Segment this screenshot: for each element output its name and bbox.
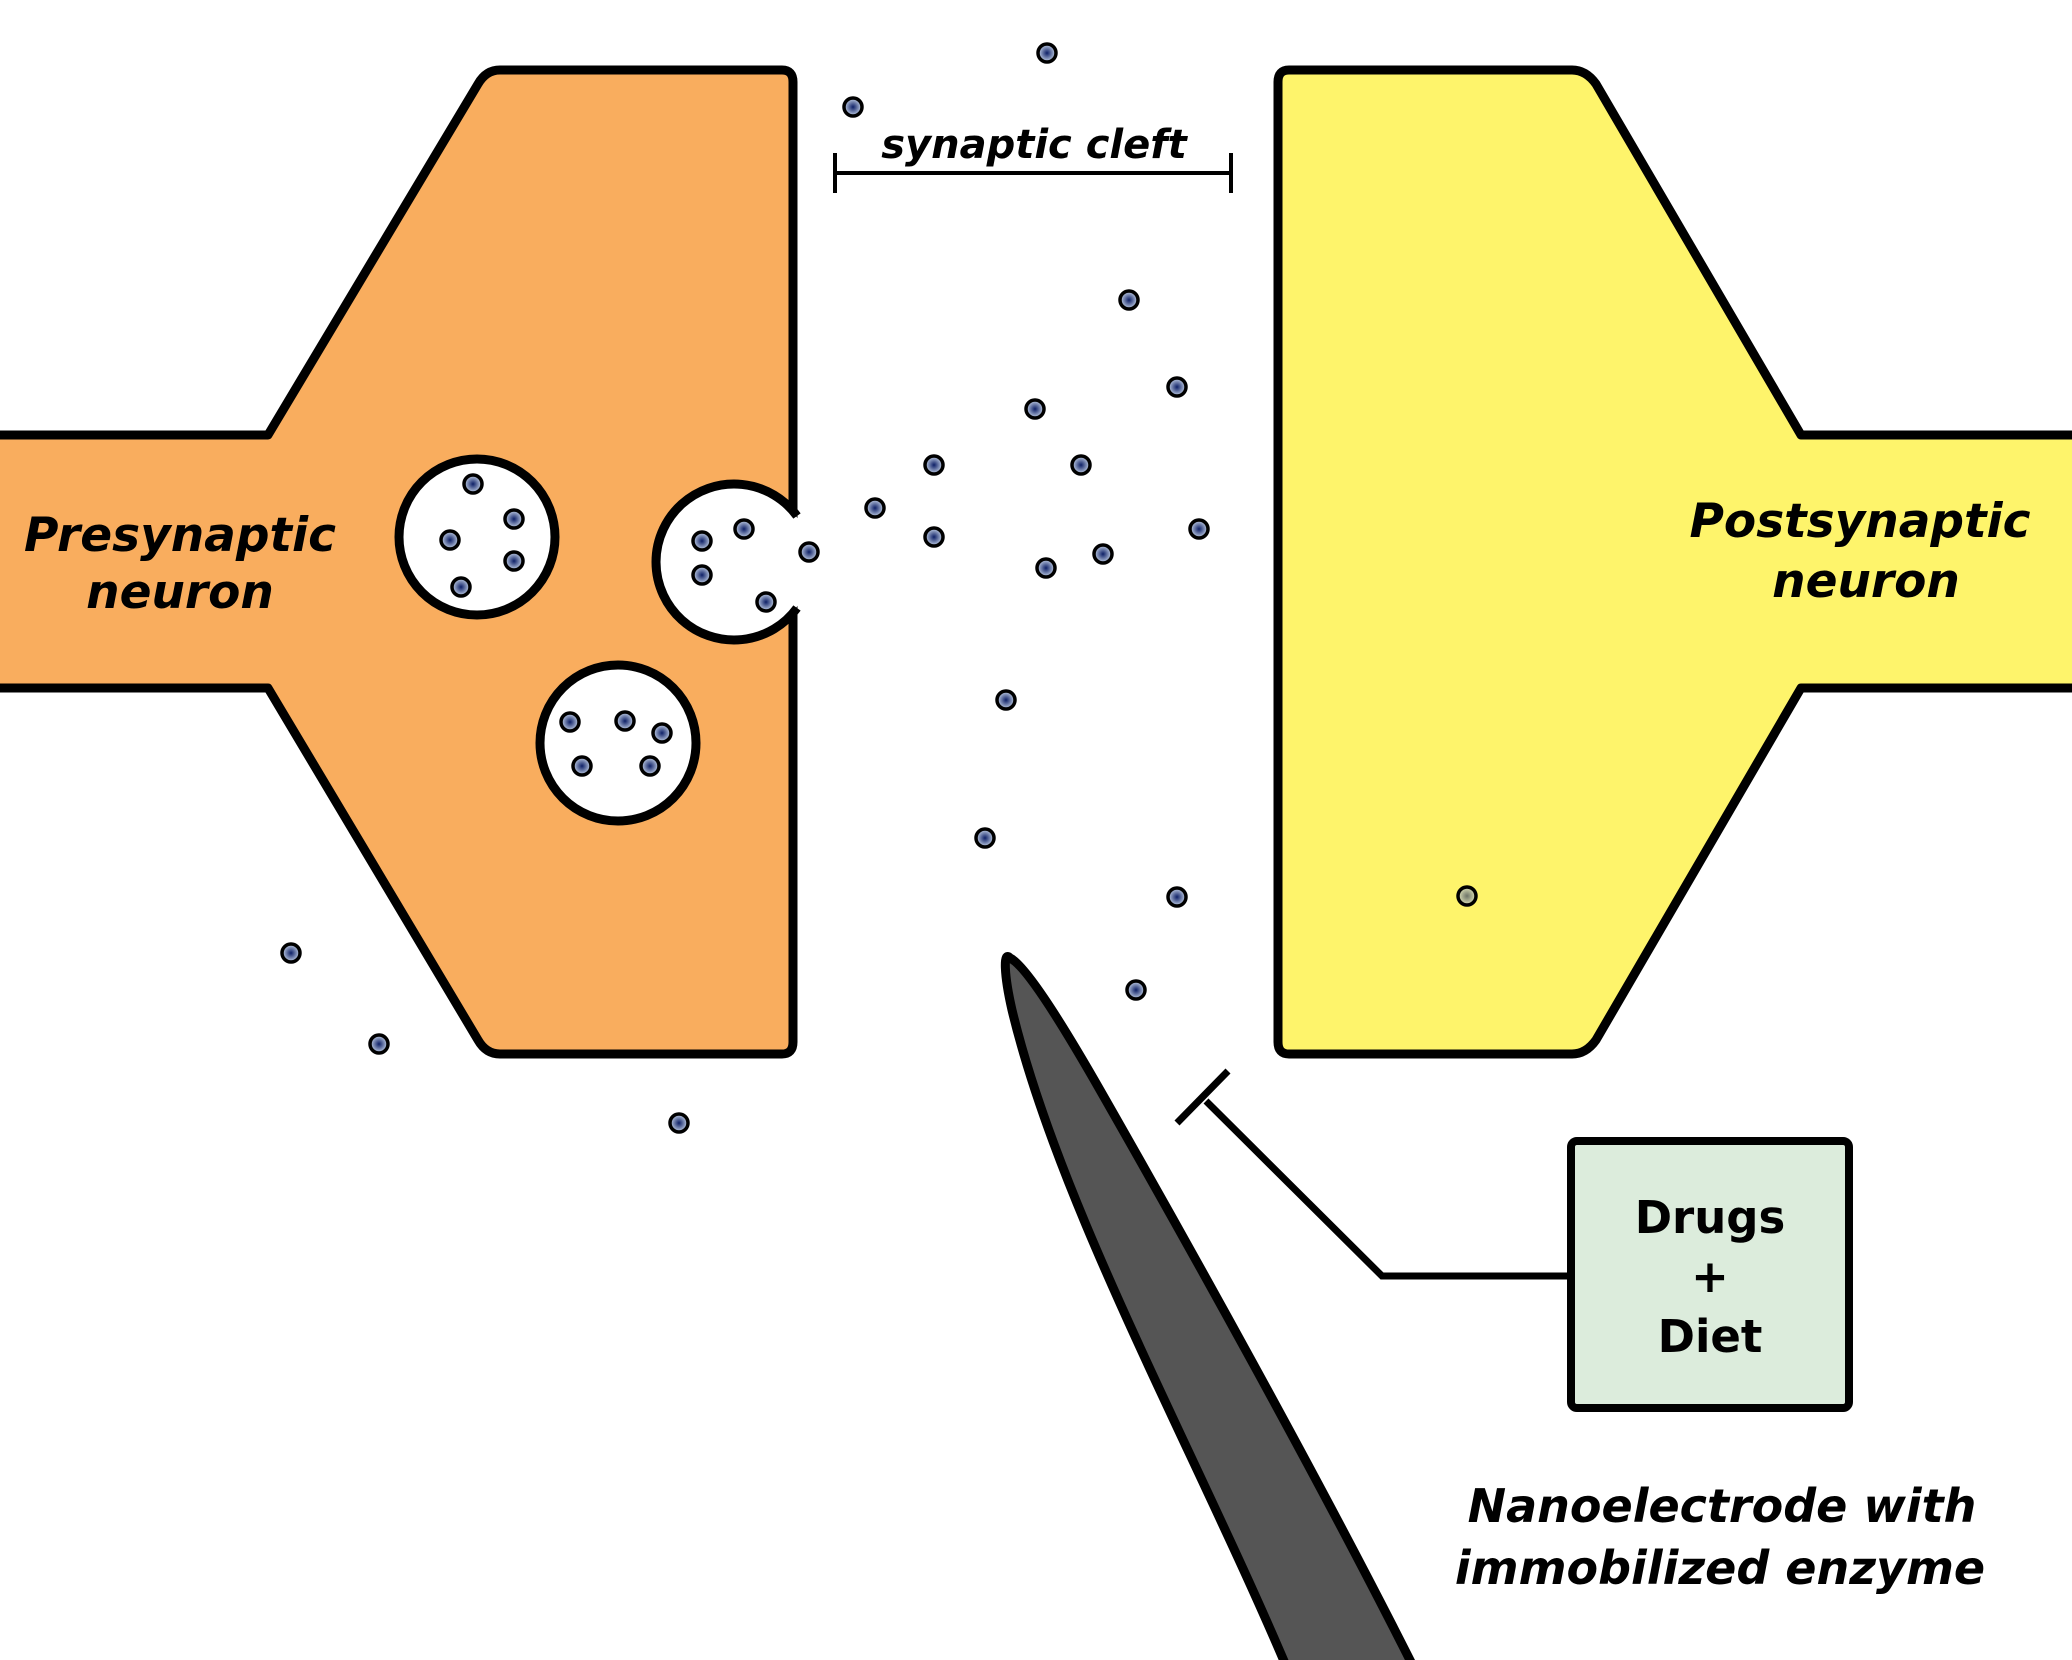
molecule-vesicle-1: [503, 550, 525, 572]
molecule-vesicle-1: [450, 576, 472, 598]
molecule-free: [1035, 557, 1057, 579]
molecule-free: [923, 454, 945, 476]
molecule-free: [923, 526, 945, 548]
nanoelectrode: [1000, 952, 1415, 1660]
molecule-free: [1166, 376, 1188, 398]
neurotransmitter-molecules: [280, 42, 1478, 1134]
postsynaptic-label-line2: neuron: [1772, 554, 1960, 609]
molecule-vesicle-3: [559, 711, 581, 733]
molecule-free: [1188, 518, 1210, 540]
presynaptic-label-line1: Presynaptic: [24, 508, 336, 563]
molecule-free: [1092, 543, 1114, 565]
synaptic-cleft-bracket: [833, 153, 1233, 193]
molecule-vesicle-2: [691, 564, 713, 586]
inhibition-line: [1203, 1098, 1571, 1280]
molecule-free: [1456, 885, 1478, 907]
diet-label: Diet: [1658, 1310, 1763, 1363]
molecule-free: [974, 827, 996, 849]
inhibition-connector: [1174, 1068, 1571, 1280]
molecule-vesicle-1: [462, 473, 484, 495]
molecule-vesicle-1: [439, 529, 461, 551]
molecule-free: [864, 497, 886, 519]
molecule-free: [1118, 289, 1140, 311]
molecule-free: [280, 942, 302, 964]
molecule-vesicle-3: [651, 722, 673, 744]
drugs-diet-box: [1567, 1137, 1853, 1412]
molecule-vesicle-3: [639, 755, 661, 777]
molecule-vesicle-3: [571, 755, 593, 777]
molecule-vesicle-2: [691, 530, 713, 552]
drugs-label: Drugs: [1635, 1191, 1786, 1244]
molecule-free: [1125, 979, 1147, 1001]
inhibition-bar: [1174, 1068, 1231, 1126]
molecule-free: [842, 96, 864, 118]
presynaptic-label-line2: neuron: [86, 565, 274, 620]
molecule-free: [1024, 398, 1046, 420]
molecule-free: [1036, 42, 1058, 64]
molecule-free: [1070, 454, 1092, 476]
electrode-caption-line2: immobilized enzyme: [1455, 1541, 1985, 1595]
vesicle-2-membrane: [651, 479, 801, 645]
postsynaptic-label-line1: Postsynaptic: [1689, 494, 2030, 549]
fusion-pore: [786, 520, 802, 604]
molecule-vesicle-2: [733, 518, 755, 540]
molecule-free: [1166, 886, 1188, 908]
molecule-vesicle-1: [503, 508, 525, 530]
vesicle-1: [394, 454, 560, 620]
molecule-free: [368, 1033, 390, 1055]
molecule-free: [995, 689, 1017, 711]
vesicles: [394, 454, 811, 826]
plus-label: +: [1691, 1250, 1729, 1303]
molecule-free: [798, 541, 820, 563]
molecule-free: [668, 1112, 690, 1134]
vesicle-3: [535, 660, 701, 826]
molecule-vesicle-2: [755, 591, 777, 613]
postsynaptic-neuron: [1273, 65, 2072, 1059]
electrode-caption-line1: Nanoelectrode with: [1468, 1479, 1977, 1533]
molecule-vesicle-3: [614, 710, 636, 732]
synaptic-cleft-label: synaptic cleft: [881, 122, 1188, 168]
